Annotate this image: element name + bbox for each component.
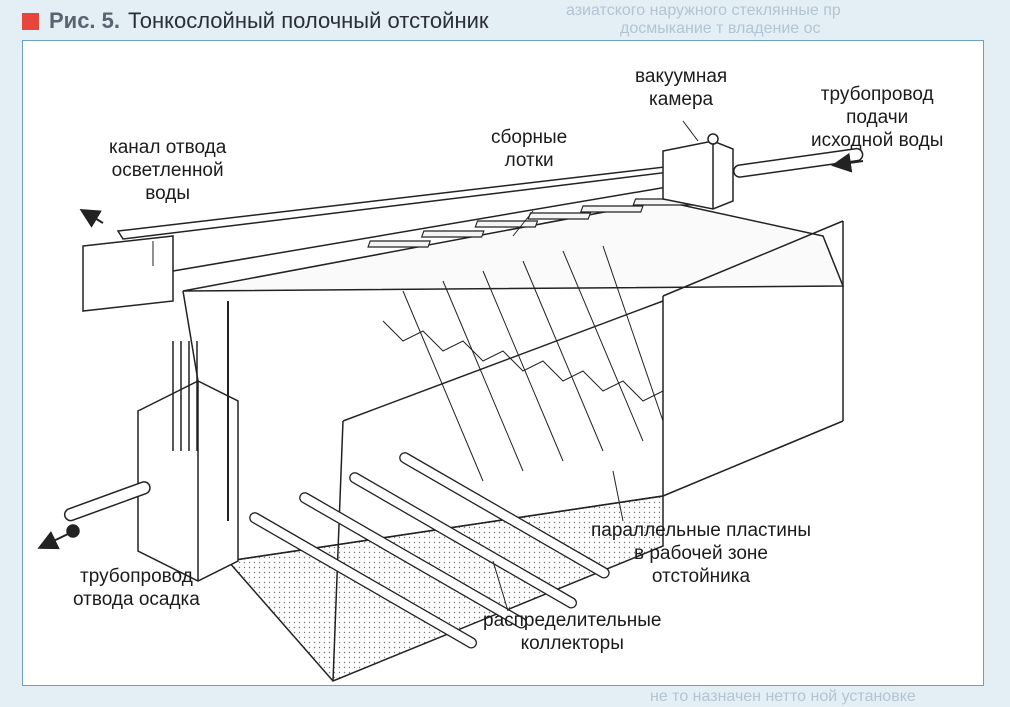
collector-tank [137,301,239,582]
label-vacuum-chamber: вакуумная камера [635,66,728,110]
figure-title: Тонкослойный полочный отстойник [128,8,489,33]
label-clarified-channel: канал отвода осветленной воды [109,137,227,204]
label-feed-pipe: трубопровод подачи исходной воды [811,84,944,151]
distribution-pipes [249,452,610,649]
label-distribution-collectors: распределительные коллекторы [483,610,662,654]
leader-lines [152,120,699,612]
flow-arrows [37,152,864,550]
bg-text-line: досмыкание т владение ос [620,20,821,37]
vacuum-chamber-unit [662,133,734,210]
figure-caption: Рис. 5. Тонкослойный полочный отстойник [22,4,489,38]
parallel-plates [382,245,664,482]
bg-text-line: не то назначен нетто ной установке [650,688,916,705]
settler-diagram [37,120,864,682]
label-collection-trays: сборные лотки [491,127,568,171]
diagram-frame: вакуумная камера трубопровод подачи исхо… [22,40,984,686]
figure-number: Рис. 5. [49,8,121,33]
label-parallel-plates: параллельные пластины в рабочей зоне отс… [591,520,811,587]
sludge-pipe [63,481,151,538]
inflow-arrow [831,152,864,173]
caption-marker [22,12,39,30]
sludge-outflow-arrow [37,531,69,550]
clarified-outflow-arrow [79,208,104,228]
bg-text-line: азиатского наружного стеклянные пр [566,2,841,19]
feed-pipe [733,147,864,178]
label-sludge-pipe: трубопровод отвода осадка [73,566,200,610]
